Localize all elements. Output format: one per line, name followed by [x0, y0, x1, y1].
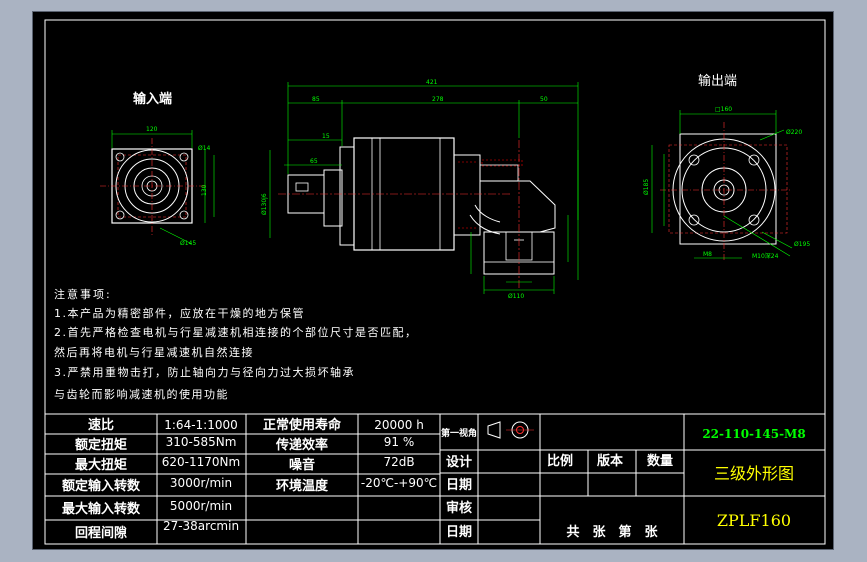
spec2-label: 噪音 [289, 457, 315, 473]
spec-label: 速比 [88, 417, 114, 433]
dim-120: 120 [146, 126, 158, 133]
dim-m8: M8 [703, 251, 712, 258]
spec-value: 310-585Nm [166, 435, 237, 449]
dim-d145: Ø145 [180, 240, 196, 247]
notes-heading: 注意事项: [54, 287, 112, 301]
dim-85: 85 [312, 96, 320, 103]
scale-label: 比例 [547, 453, 573, 469]
output-view-title: 输出端 [698, 73, 737, 89]
spec-label: 最大扭矩 [75, 457, 127, 473]
design-label: 设计 [446, 454, 472, 470]
spec2-value: 20000 h [374, 418, 424, 432]
note-line: 然后再将电机与行星减速机自然连接 [54, 345, 254, 359]
dim-130: 130 [201, 184, 208, 196]
dim-d130j6: Ø130j6 [261, 193, 268, 215]
spec-label: 额定扭矩 [75, 437, 127, 453]
dim-m10: M10深24 [752, 252, 779, 260]
spec-value: 27-38arcmin [163, 519, 239, 533]
note-line: 3.严禁用重物击打，防止轴向力与径向力过大损坏轴承 [54, 365, 355, 379]
notes: 注意事项: 1.本产品为精密部件，应放在干燥的地方保管 2.首先严格检查电机与行… [54, 287, 418, 401]
output-end-view [651, 110, 793, 260]
dim-421: 421 [426, 79, 438, 86]
input-view-title: 输入端 [133, 91, 172, 107]
date-label: 日期 [446, 525, 472, 540]
model-name: ZPLF160 [717, 511, 791, 530]
spec-label: 回程间隙 [75, 525, 127, 541]
spec2-label: 正常使用寿命 [263, 417, 342, 433]
spec-value: 5000r/min [170, 499, 232, 513]
spec2-value: -20℃-+90℃ [361, 476, 437, 490]
dim-278: 278 [432, 96, 444, 103]
note-line: 1.本产品为精密部件，应放在干燥的地方保管 [54, 306, 305, 320]
dim-65: 65 [310, 158, 318, 165]
sheet-count-label: 共 张 第 张 [566, 524, 658, 540]
projection-label: 第一视角 [441, 427, 477, 439]
dim-d195: Ø195 [794, 241, 810, 248]
spec2-label: 环境温度 [276, 478, 329, 494]
projection-symbol-icon [487, 421, 534, 439]
dim-50: 50 [540, 96, 548, 103]
drawing-frame [33, 12, 833, 549]
note-line: 与齿轮而影响减速机的使用功能 [54, 387, 229, 401]
spec-label: 额定输入转数 [62, 478, 141, 494]
part-number: 22-110-145-M8 [702, 427, 805, 441]
dim-d110: Ø110 [508, 293, 524, 300]
drawing-name: 三级外形图 [714, 464, 794, 483]
spec2-value: 72dB [383, 455, 414, 469]
title-block [439, 413, 826, 545]
side-view [269, 82, 579, 294]
dim-d14: Ø14 [198, 145, 211, 152]
spec-value: 620-1170Nm [162, 455, 240, 469]
date-label: 日期 [446, 478, 472, 493]
quantity-label: 数量 [647, 453, 673, 469]
dim-160: □160 [715, 106, 732, 113]
spec-value: 1:64-1:1000 [164, 418, 238, 432]
spec-table [44, 413, 441, 545]
spec2-label: 传递效率 [275, 437, 328, 453]
input-end-view [100, 130, 215, 245]
dim-15: 15 [322, 133, 330, 140]
note-line: 2.首先严格检查电机与行星减速机相连接的个部位尺寸是否匹配， [54, 325, 418, 339]
dim-d220: Ø220 [786, 129, 802, 136]
version-label: 版本 [597, 453, 623, 469]
spec-label: 最大输入转数 [62, 501, 141, 517]
spec-value: 3000r/min [170, 476, 232, 490]
spec2-value: 91 % [384, 435, 415, 449]
dim-d185: Ø185 [643, 179, 650, 195]
review-label: 审核 [446, 500, 472, 516]
